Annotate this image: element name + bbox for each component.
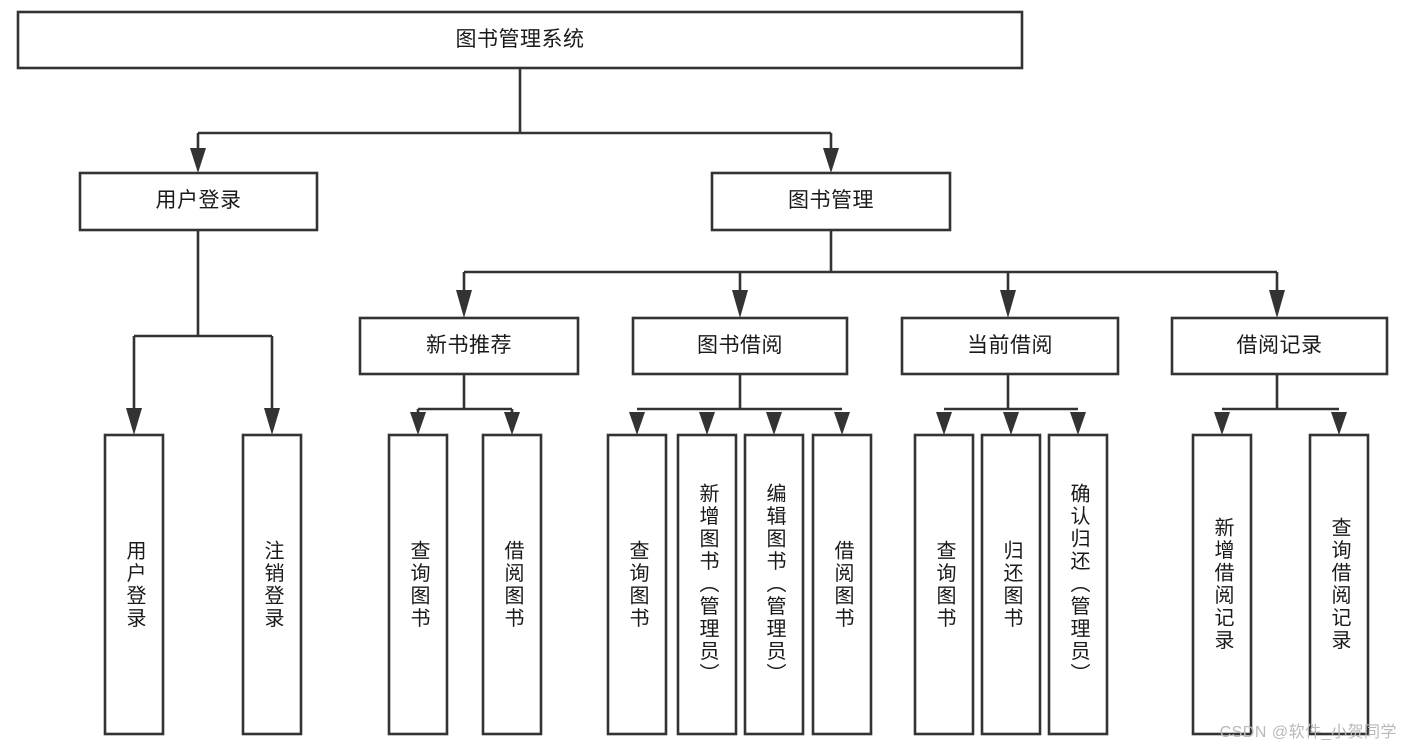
arrowhead-leaf-user-login bbox=[126, 408, 142, 435]
arrowhead-book-manage bbox=[823, 148, 839, 173]
arrowhead-leaf-query-book-3 bbox=[936, 412, 952, 435]
arrowhead-book-borrow bbox=[732, 290, 748, 318]
edge-group-book-borrow bbox=[629, 374, 850, 435]
edge-group-root bbox=[190, 68, 839, 173]
edge-group-book-manage bbox=[456, 230, 1285, 318]
arrowhead-leaf-add-book bbox=[699, 412, 715, 435]
arrowhead-user-login bbox=[190, 148, 206, 173]
arrowhead-leaf-confirm-return bbox=[1070, 412, 1086, 435]
arrowhead-leaf-edit-book bbox=[766, 412, 782, 435]
node-box-leaf-add-book[interactable] bbox=[676, 433, 738, 736]
arrowhead-leaf-query-record bbox=[1331, 412, 1347, 435]
node-box-leaf-borrow-book-2[interactable] bbox=[811, 433, 873, 736]
node-box-leaf-user-login[interactable] bbox=[103, 433, 165, 736]
arrowhead-leaf-add-record bbox=[1214, 412, 1230, 435]
node-box-root[interactable] bbox=[16, 10, 1024, 70]
edge-group-borrow-record bbox=[1214, 374, 1347, 435]
node-box-leaf-query-book-3[interactable] bbox=[913, 433, 975, 736]
arrowhead-leaf-query-book-1 bbox=[410, 412, 426, 435]
arrowhead-borrow-record bbox=[1269, 290, 1285, 318]
node-box-book-borrow[interactable] bbox=[631, 316, 849, 376]
arrowhead-leaf-return-book bbox=[1003, 412, 1019, 435]
arrowhead-leaf-borrow-book-1 bbox=[504, 412, 520, 435]
node-box-leaf-confirm-return[interactable] bbox=[1047, 433, 1109, 736]
arrowhead-leaf-logout bbox=[264, 408, 280, 435]
node-box-new-book-rec[interactable] bbox=[358, 316, 580, 376]
edge-group-current-borrow bbox=[936, 374, 1086, 435]
node-box-leaf-query-book-2[interactable] bbox=[606, 433, 668, 736]
node-box-leaf-borrow-book-1[interactable] bbox=[481, 433, 543, 736]
node-box-leaf-logout[interactable] bbox=[241, 433, 303, 736]
node-box-leaf-return-book[interactable] bbox=[980, 433, 1042, 736]
arrowhead-leaf-query-book-2 bbox=[629, 412, 645, 435]
node-box-leaf-edit-book[interactable] bbox=[743, 433, 805, 736]
node-box-current-borrow[interactable] bbox=[900, 316, 1120, 376]
arrowhead-leaf-borrow-book-2 bbox=[834, 412, 850, 435]
edge-group-user-login bbox=[126, 230, 280, 435]
node-box-user-login[interactable] bbox=[78, 171, 319, 232]
node-box-leaf-query-record[interactable] bbox=[1308, 433, 1370, 736]
node-box-book-manage[interactable] bbox=[710, 171, 952, 232]
node-box-leaf-query-book-1[interactable] bbox=[387, 433, 449, 736]
watermark-text: CSDN @软件_小贺同学 bbox=[1219, 724, 1397, 741]
node-box-leaf-add-record[interactable] bbox=[1191, 433, 1253, 736]
edge-group-new-book-rec bbox=[410, 374, 520, 435]
arrowhead-new-book-rec bbox=[456, 290, 472, 318]
arrowhead-current-borrow bbox=[1000, 290, 1016, 318]
node-box-borrow-record[interactable] bbox=[1170, 316, 1389, 376]
